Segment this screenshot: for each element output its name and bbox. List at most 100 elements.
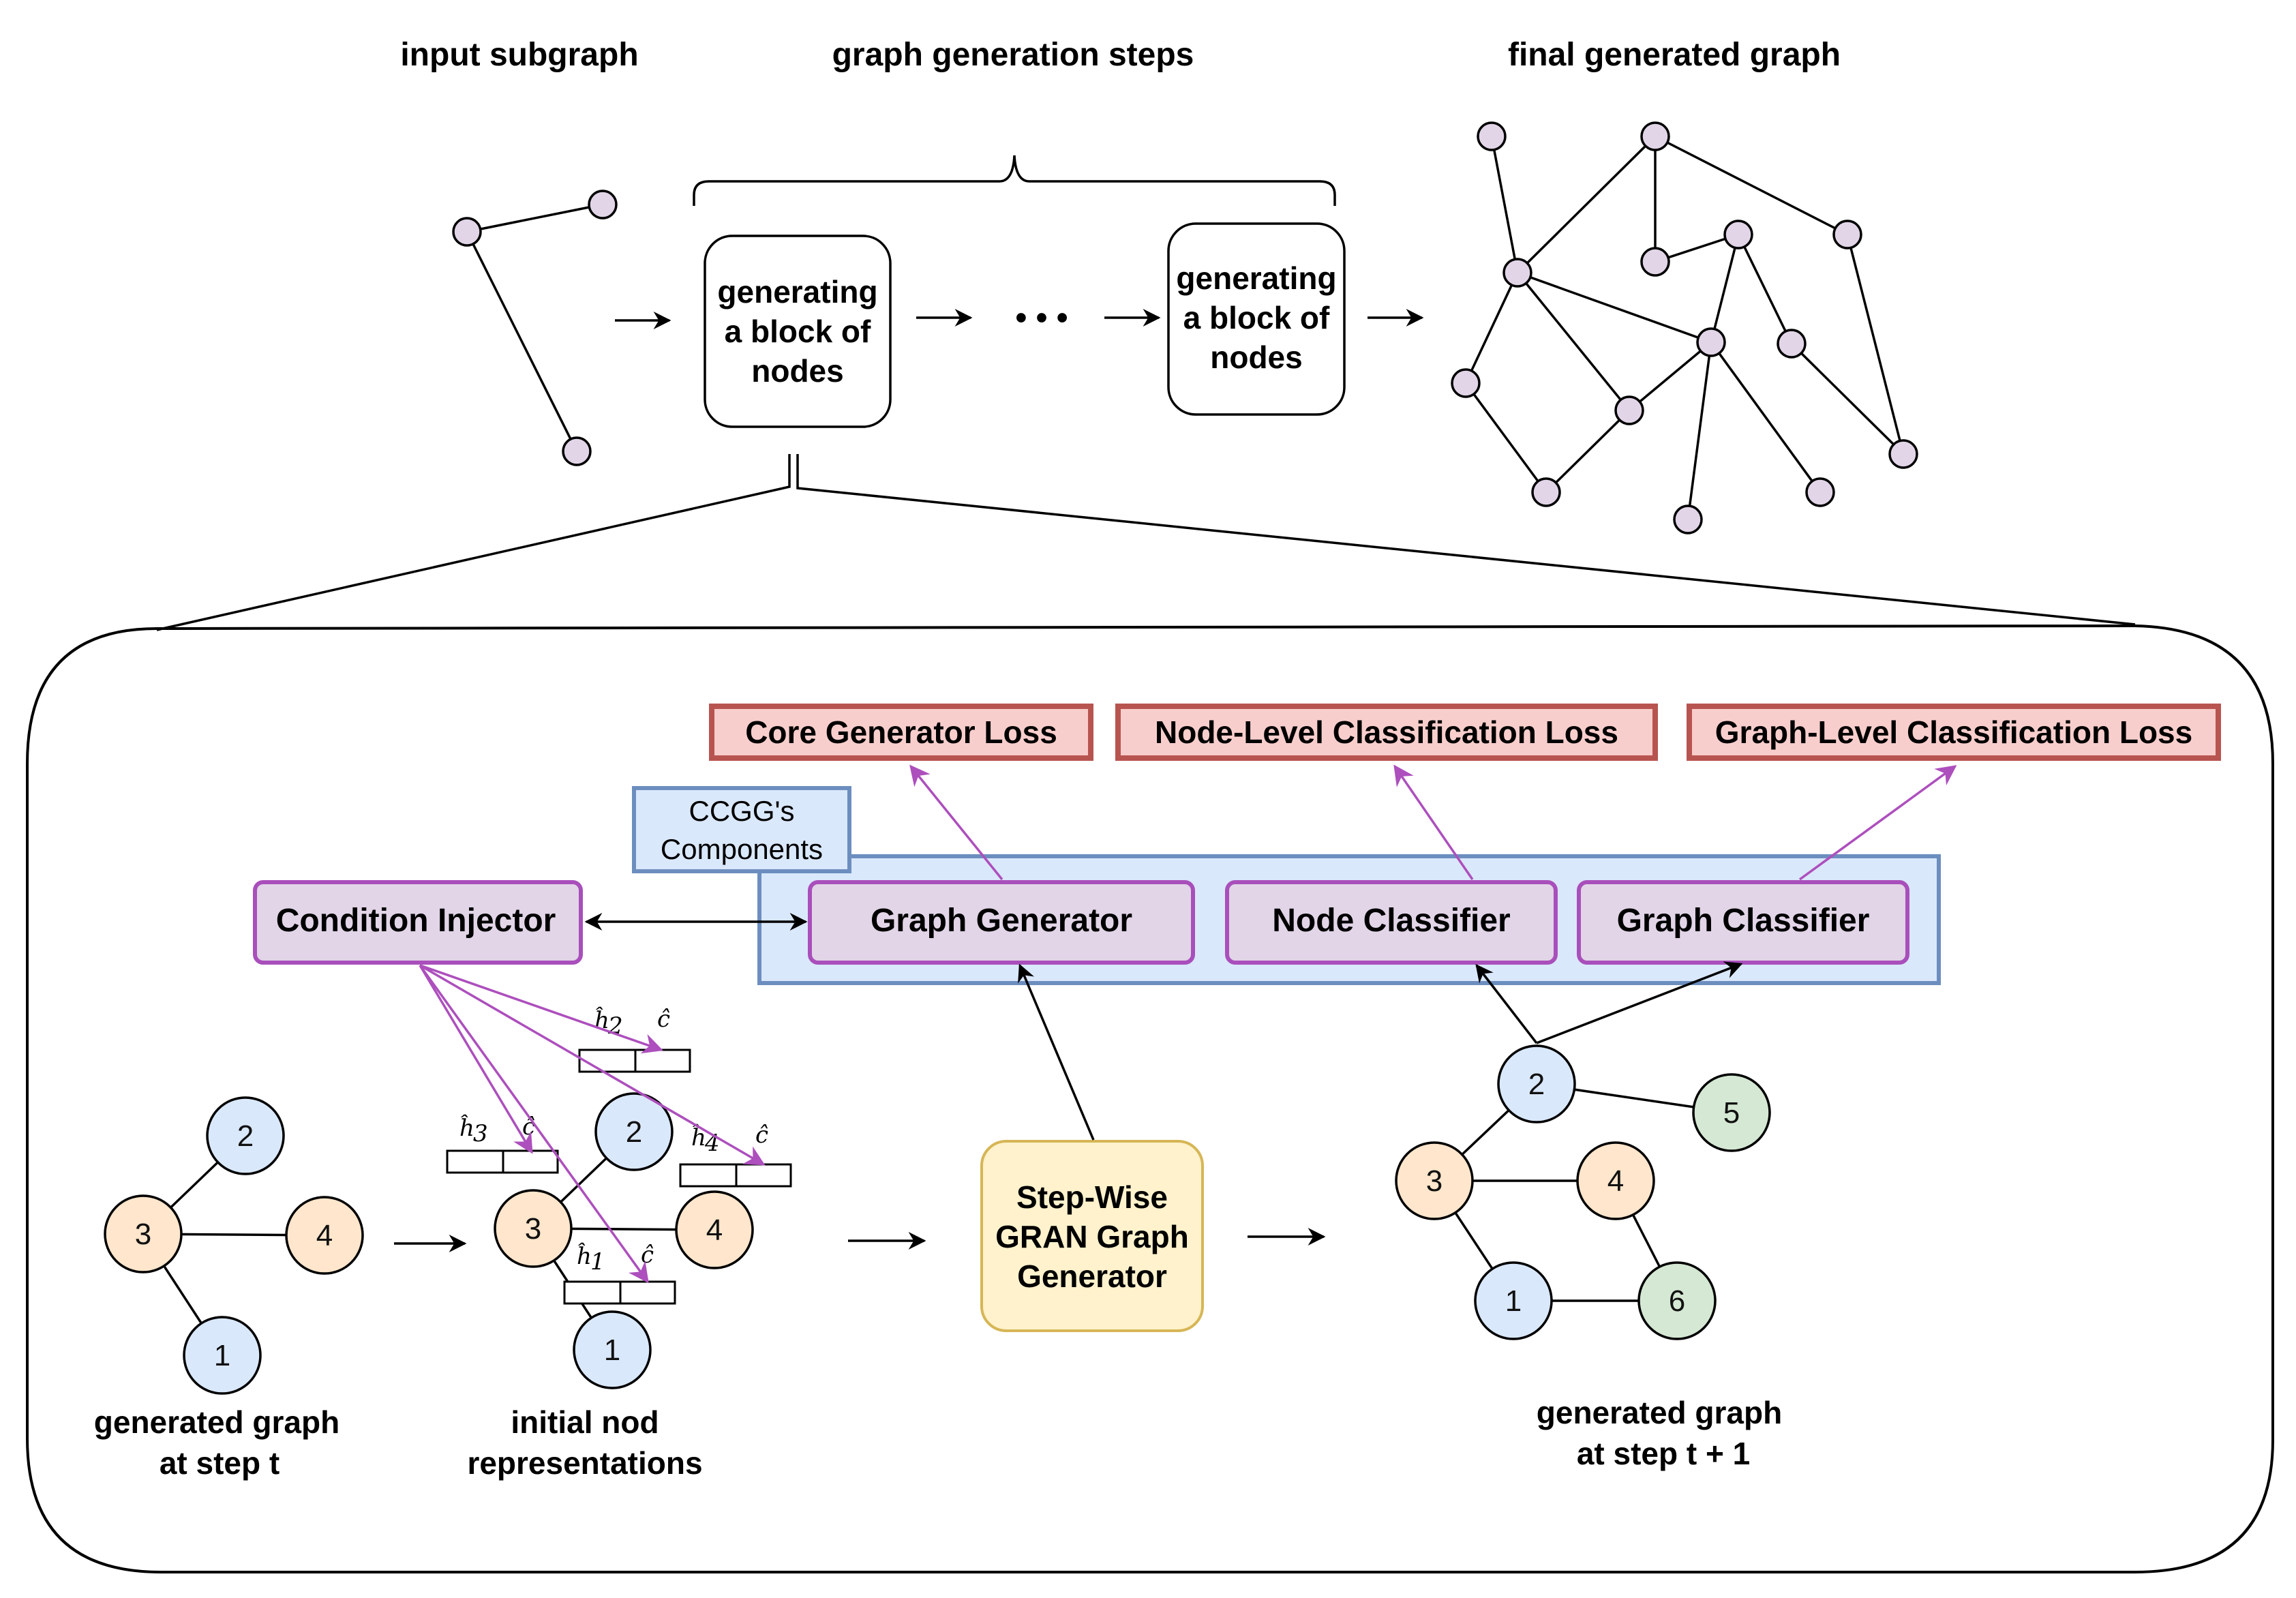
node-label: 1: [1505, 1284, 1522, 1318]
graph-node: [675, 1190, 754, 1269]
condition-injection-arrows: [419, 964, 766, 1284]
graph-node: [1888, 439, 1918, 469]
graph-caption: generated graph: [94, 1404, 339, 1440]
gran-label-line: GRAN Graph: [995, 1219, 1189, 1254]
graph-node: [1640, 121, 1670, 151]
graph-node: [1692, 1073, 1771, 1152]
embedding-vector-2: ĥ 2 ĉ: [578, 1006, 691, 1073]
graph-node: [1395, 1141, 1474, 1220]
graph-node: [562, 436, 592, 466]
h-subscript: 1: [590, 1248, 605, 1276]
node-label: 1: [214, 1339, 230, 1372]
module-label: Node Classifier: [1272, 903, 1510, 939]
loss-label: Node-Level Classification Loss: [1155, 714, 1618, 750]
graph-node: [1832, 220, 1862, 250]
step-box-line: generating: [1176, 260, 1336, 296]
step-box-1: generating a block of nodes: [704, 235, 892, 428]
embedding-vector-3: ĥ 3 ĉ: [446, 1113, 559, 1174]
graph-node: [1696, 327, 1726, 357]
graph-node: [1451, 368, 1481, 398]
node-label: 3: [135, 1218, 151, 1251]
h-symbol: ĥ: [691, 1124, 706, 1151]
graph-node: [1576, 1141, 1655, 1220]
module-label: Condition Injector: [276, 903, 556, 939]
graph-node: [1614, 395, 1644, 425]
graph-initial-representations: 2 3 4 1 ĥ 2 ĉ ĥ 3 ĉ ĥ 4 ĉ ĥ: [446, 1006, 792, 1481]
graph-generator-box: Graph Generator: [808, 880, 1195, 965]
header-final-graph: final generated graph: [1508, 37, 1841, 73]
curly-brace: [693, 155, 1336, 206]
detail-panel: [26, 624, 2274, 1573]
graph-node: [1640, 247, 1670, 277]
graph-node: [1637, 1261, 1717, 1340]
arrow: [1536, 961, 1743, 1044]
components-label-line: Components: [661, 833, 823, 865]
graph-node: [285, 1196, 364, 1275]
loss-arrow: [1798, 765, 1957, 881]
components-label-box: CCGG's Components: [632, 786, 851, 873]
gran-label-line: Generator: [1017, 1258, 1167, 1294]
node-label: 3: [525, 1212, 541, 1246]
c-symbol: ĉ: [657, 1006, 670, 1033]
node-label: 6: [1669, 1284, 1685, 1318]
graph-node: [1502, 258, 1532, 288]
graph-node: [1497, 1044, 1576, 1124]
node-label: 2: [626, 1115, 642, 1149]
module-label: Graph Generator: [871, 903, 1132, 939]
graph-node: [1477, 121, 1507, 151]
embedding-vector-4: ĥ 4 ĉ: [679, 1121, 792, 1188]
gran-label-line: Step-Wise: [1016, 1179, 1168, 1215]
loss-label: Core Generator Loss: [745, 714, 1057, 750]
step-box-line: generating: [717, 274, 877, 310]
node-label: 5: [1723, 1096, 1740, 1130]
loss-arrow: [909, 764, 1003, 881]
loss-core-generator: Core Generator Loss: [709, 704, 1093, 761]
arrow: [1475, 963, 1538, 1044]
graph-node: [1673, 504, 1703, 534]
node-label: 4: [1607, 1164, 1624, 1198]
graph-node: [104, 1194, 183, 1273]
loss-graph-level: Graph-Level Classification Loss: [1687, 704, 2221, 761]
graph-caption: initial nod: [511, 1404, 659, 1440]
graph-caption: at step t: [160, 1445, 280, 1481]
graph-node: [588, 190, 618, 220]
step-box-line: nodes: [751, 353, 843, 389]
node-label: 1: [604, 1333, 620, 1367]
step-box-line: nodes: [1210, 340, 1302, 375]
graph-node: [183, 1316, 262, 1395]
graph-node: [1531, 477, 1561, 507]
loss-label: Graph-Level Classification Loss: [1715, 714, 2192, 750]
embedding-vector-1: ĥ 1 ĉ: [563, 1241, 676, 1305]
zoom-connector: [796, 454, 2136, 626]
graph-classifier-box: Graph Classifier: [1577, 880, 1909, 965]
header-generation-steps: graph generation steps: [832, 37, 1194, 73]
graph-node: [1805, 477, 1835, 507]
node-label: 2: [237, 1119, 254, 1153]
condition-injector-box: Condition Injector: [253, 880, 583, 965]
graph-step-t-plus-1: 2 5 3 4 1 6 generated graph at step t + …: [1395, 1044, 1782, 1471]
graph-node: [1474, 1261, 1553, 1340]
arrow: [1018, 963, 1095, 1141]
graph-node: [206, 1096, 285, 1175]
node-label: 4: [316, 1219, 333, 1252]
graph-caption: representations: [467, 1445, 702, 1481]
components-label-line: CCGG's: [689, 795, 794, 827]
graph-step-t: 2 3 4 1 generated graph at step t: [94, 1096, 364, 1481]
h-symbol: ĥ: [459, 1114, 474, 1142]
loss-arrow: [1393, 764, 1474, 880]
node-classifier-box: Node Classifier: [1225, 880, 1558, 965]
h-symbol: ĥ: [577, 1242, 592, 1270]
c-symbol: ĉ: [641, 1241, 654, 1269]
loss-node-level: Node-Level Classification Loss: [1115, 704, 1658, 761]
graph-node: [1723, 220, 1753, 250]
graph-caption: generated graph: [1537, 1395, 1782, 1430]
c-symbol: ĉ: [755, 1121, 768, 1149]
graph-node: [452, 217, 482, 247]
node-label: 4: [706, 1213, 723, 1247]
h-subscript: 3: [473, 1120, 488, 1147]
graph-node: [594, 1092, 674, 1171]
step-box-line: a block of: [1183, 300, 1330, 335]
node-label: 2: [1528, 1068, 1545, 1101]
graph-node: [1777, 329, 1807, 359]
ellipsis: • • •: [1015, 300, 1068, 336]
